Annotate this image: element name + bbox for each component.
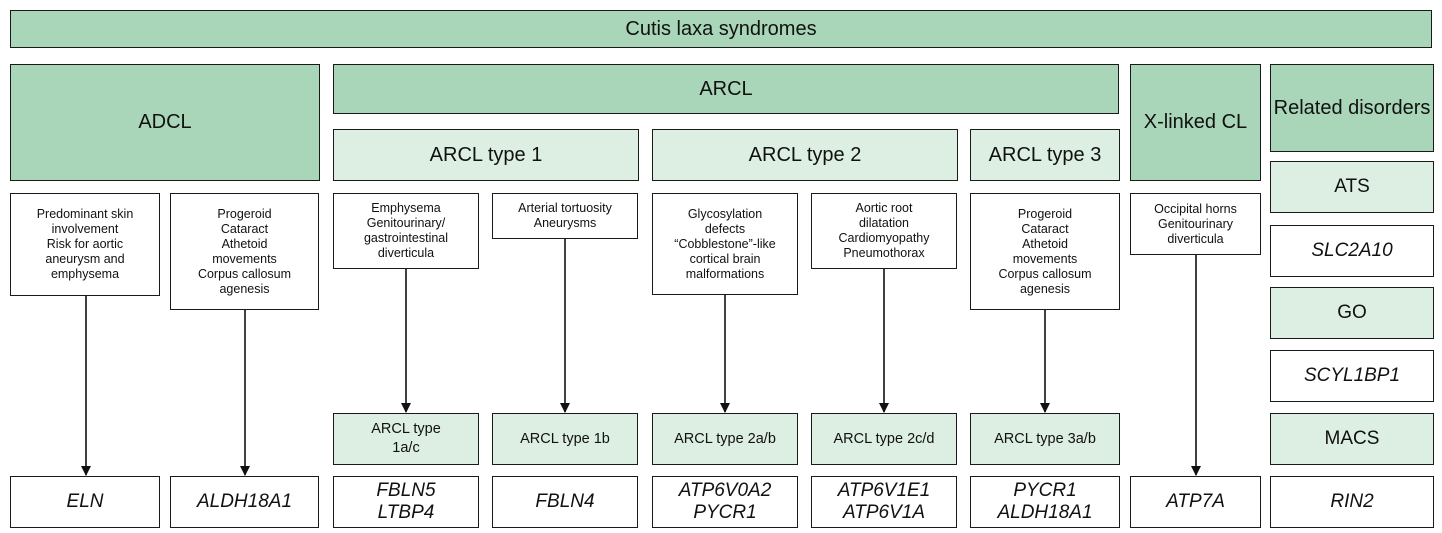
group-arcl: ARCL bbox=[333, 64, 1119, 114]
related-ats: ATS bbox=[1270, 161, 1434, 213]
feature-arcl-type1a: Emphysema Genitourinary/ gastrointestina… bbox=[333, 193, 479, 269]
gene-arcl-3ab: PYCR1 ALDH18A1 bbox=[970, 476, 1120, 528]
diagram-title: Cutis laxa syndromes bbox=[10, 10, 1432, 48]
group-related: Related disorders bbox=[1270, 64, 1434, 152]
gene-arcl-2cd: ATP6V1E1 ATP6V1A bbox=[811, 476, 957, 528]
gene-eln: ELN bbox=[10, 476, 160, 528]
feature-arcl-type2a: Glycosylation defects “Cobblestone”-like… bbox=[652, 193, 798, 295]
related-macs-gene: RIN2 bbox=[1270, 476, 1434, 528]
gene-arcl-2ab: ATP6V0A2 PYCR1 bbox=[652, 476, 798, 528]
feature-xlinked: Occipital horns Genitourinary diverticul… bbox=[1130, 193, 1261, 255]
subtype-arcl-2ab: ARCL type 2a/b bbox=[652, 413, 798, 465]
subtype-arcl-3ab: ARCL type 3a/b bbox=[970, 413, 1120, 465]
arcl-type-1: ARCL type 1 bbox=[333, 129, 639, 181]
subtype-arcl-1b: ARCL type 1b bbox=[492, 413, 638, 465]
feature-arcl-type3: Progeroid Cataract Athetoid movements Co… bbox=[970, 193, 1120, 310]
feature-adcl-eln: Predominant skin involvement Risk for ao… bbox=[10, 193, 160, 296]
related-go: GO bbox=[1270, 287, 1434, 339]
gene-aldh18a1: ALDH18A1 bbox=[170, 476, 319, 528]
related-ats-gene: SLC2A10 bbox=[1270, 225, 1434, 277]
group-xlinked: X-linked CL bbox=[1130, 64, 1261, 181]
feature-arcl-type1b: Arterial tortuosity Aneurysms bbox=[492, 193, 638, 239]
arcl-type-2: ARCL type 2 bbox=[652, 129, 958, 181]
group-adcl: ADCL bbox=[10, 64, 320, 181]
gene-arcl-1b: FBLN4 bbox=[492, 476, 638, 528]
feature-arcl-type2c: Aortic root dilatation Cardiomyopathy Pn… bbox=[811, 193, 957, 269]
gene-arcl-1ac: FBLN5 LTBP4 bbox=[333, 476, 479, 528]
subtype-arcl-2cd: ARCL type 2c/d bbox=[811, 413, 957, 465]
related-macs: MACS bbox=[1270, 413, 1434, 465]
arcl-type-3: ARCL type 3 bbox=[970, 129, 1120, 181]
gene-atp7a: ATP7A bbox=[1130, 476, 1261, 528]
feature-adcl-aldh18a1: Progeroid Cataract Athetoid movements Co… bbox=[170, 193, 319, 310]
related-go-gene: SCYL1BP1 bbox=[1270, 350, 1434, 402]
subtype-arcl-1ac: ARCL type 1a/c bbox=[333, 413, 479, 465]
